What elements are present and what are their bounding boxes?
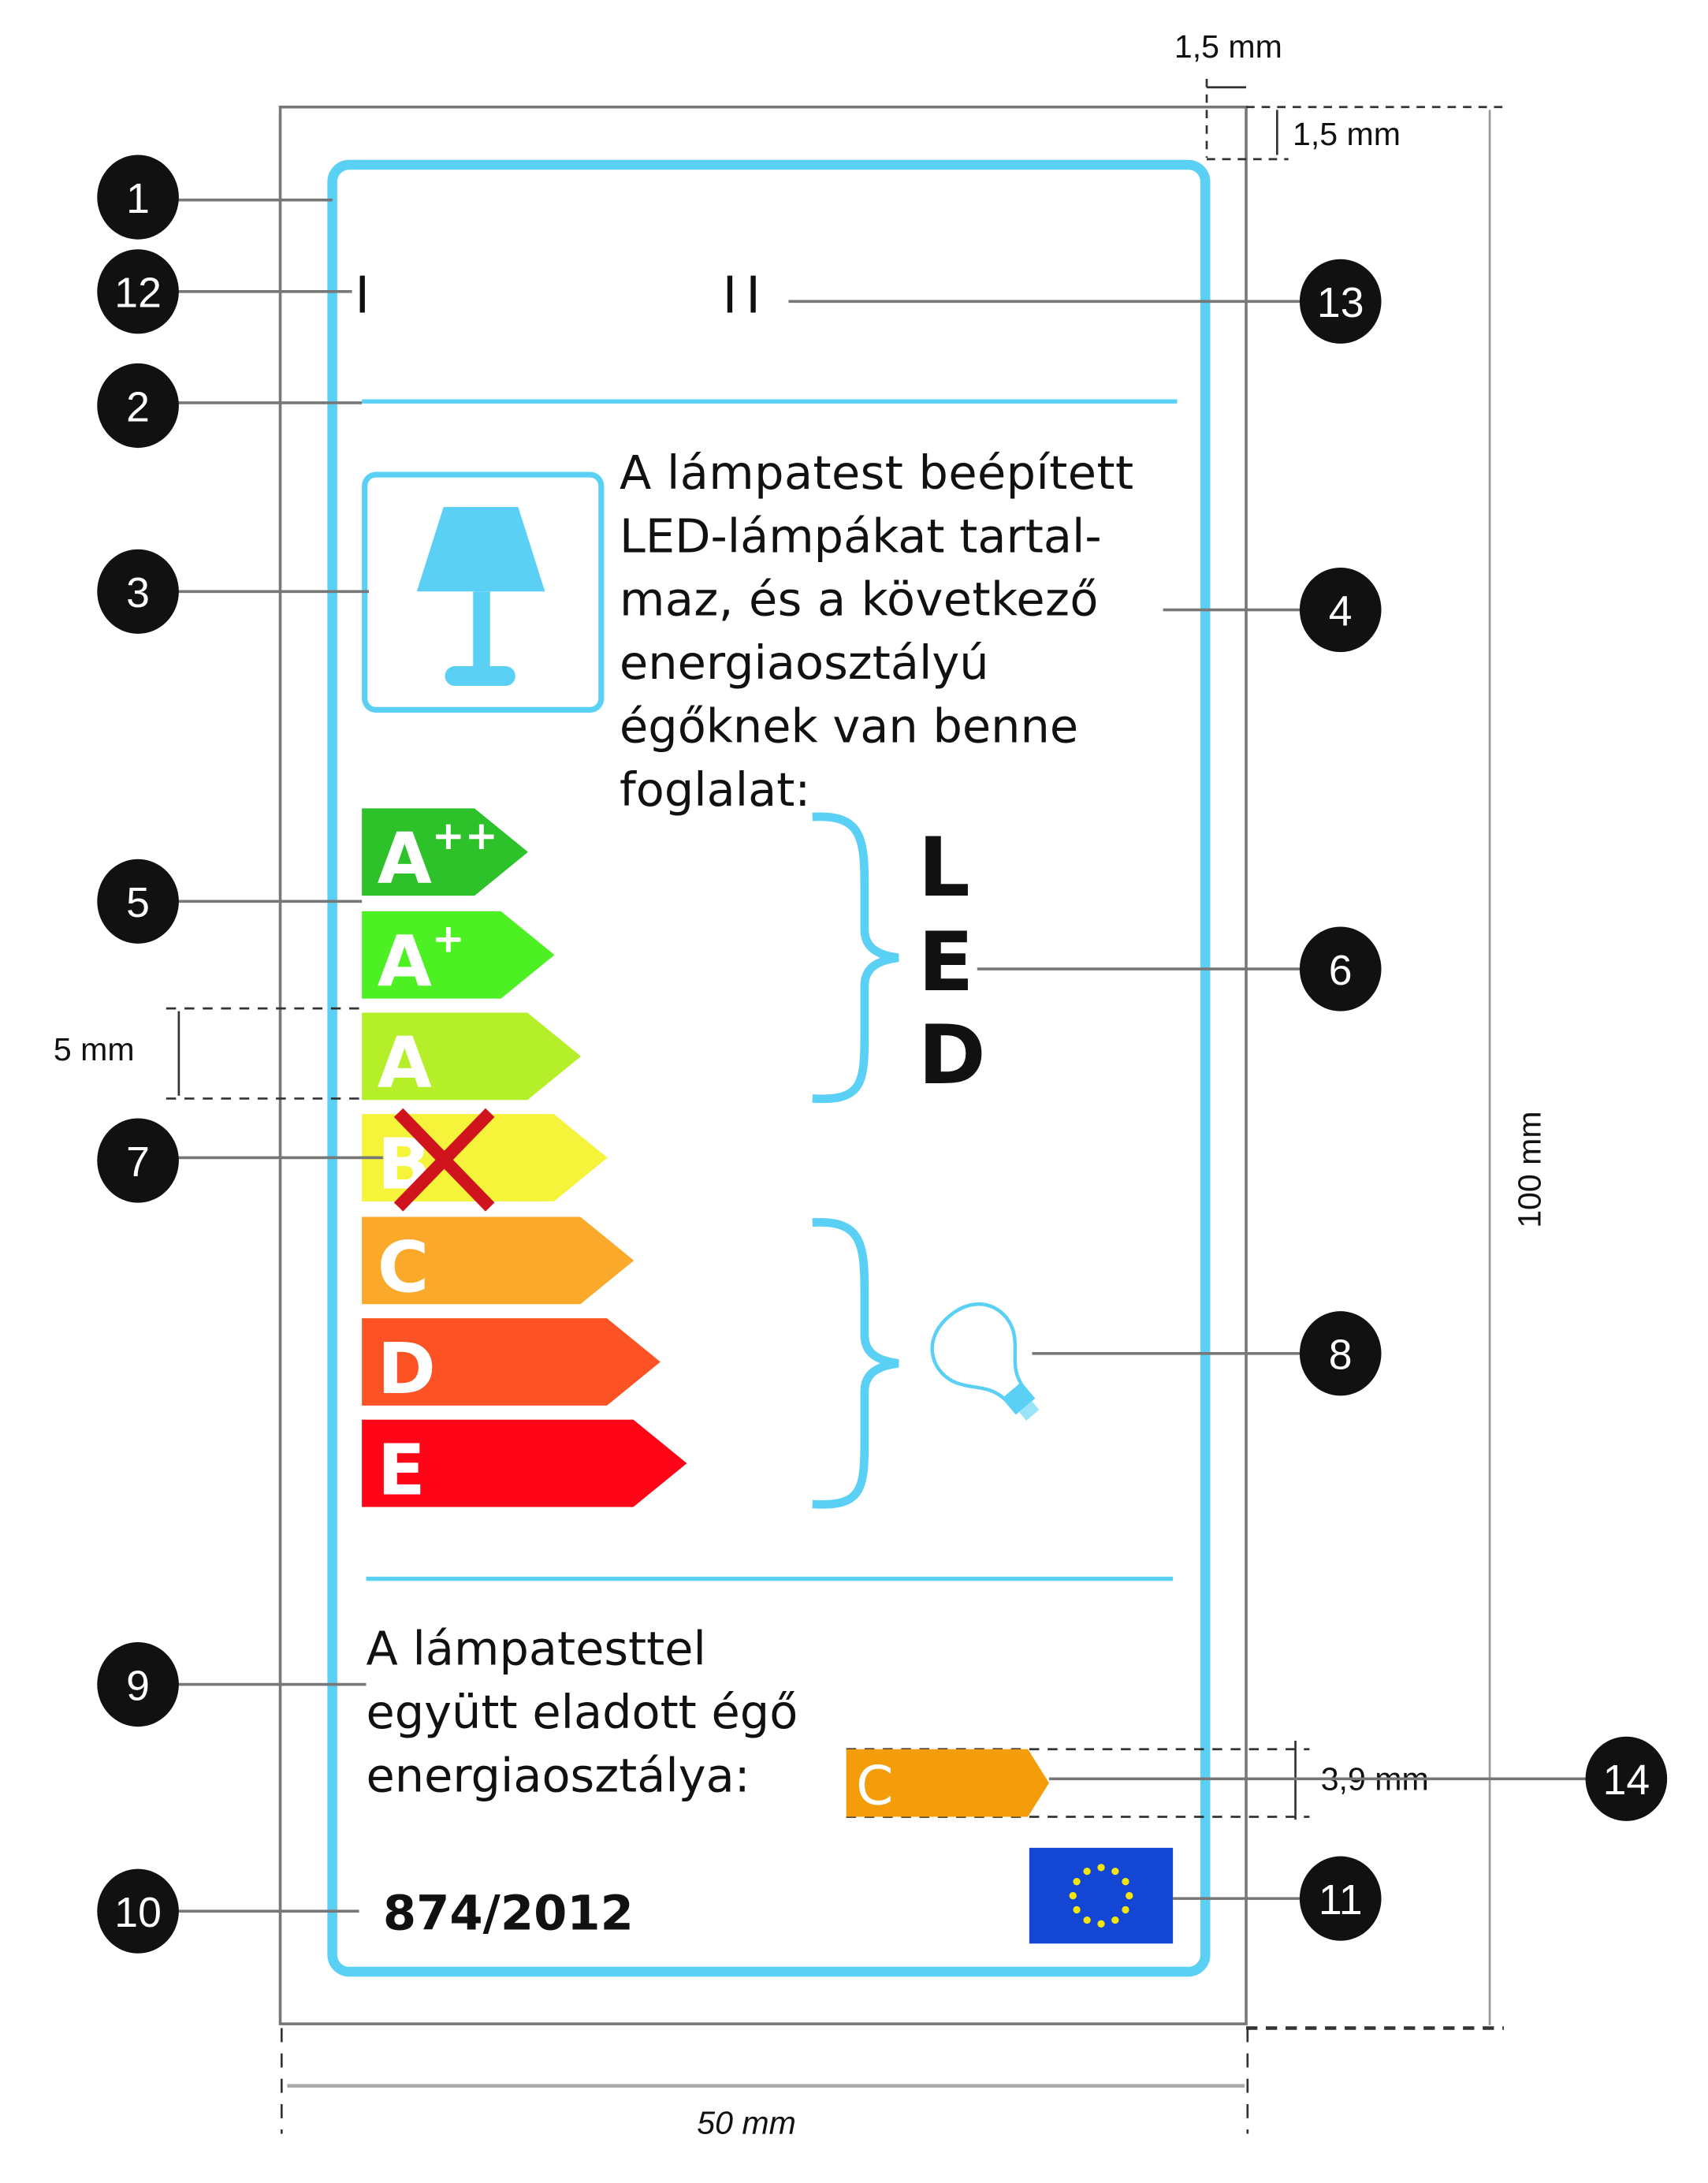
- callout-number: 5: [126, 879, 150, 926]
- callout-number: 3: [126, 569, 150, 617]
- callout-marker: [97, 1642, 179, 1727]
- sold-lamp-text: A lámpatesttel: [366, 1622, 705, 1676]
- eu-star-icon: [1097, 1920, 1105, 1928]
- header-roman-2: II: [722, 266, 768, 326]
- dim-margin-horizontal: 1,5 mm: [1174, 28, 1282, 65]
- callout-marker: [1299, 926, 1382, 1011]
- callout-number: 4: [1329, 587, 1353, 635]
- light-bulb-icon: [930, 1302, 1040, 1421]
- callout-marker: [1299, 1311, 1382, 1396]
- callout-number: 13: [1317, 279, 1364, 326]
- eu-star-icon: [1073, 1905, 1081, 1914]
- sold-lamp-text: együtt eladott égő: [366, 1685, 798, 1739]
- callout-marker: [97, 1118, 179, 1203]
- sold-lamp-class-arrow: C: [846, 1749, 1049, 1817]
- eu-star-icon: [1122, 1878, 1129, 1886]
- led-letter: E: [918, 915, 974, 1010]
- callout-marker: [97, 1868, 179, 1954]
- dim-total-width: 50 mm: [697, 2104, 796, 2140]
- regulation-number: 874/2012: [383, 1886, 634, 1941]
- callout-number: 2: [126, 383, 150, 430]
- callout-number: 12: [114, 270, 162, 317]
- callout-marker: [1585, 1736, 1668, 1821]
- dim-total-height: 100 mm: [1511, 1111, 1547, 1227]
- dim-margin-vertical: 1,5 mm: [1293, 116, 1401, 152]
- callout-marker: [97, 155, 179, 240]
- energy-class-bar: A: [362, 1012, 582, 1105]
- led-letter: L: [918, 821, 970, 915]
- description-line: égőknek van benne: [620, 698, 1078, 753]
- eu-star-icon: [1126, 1891, 1133, 1900]
- energy-class-bar: E: [362, 1419, 687, 1511]
- eu-star-icon: [1097, 1864, 1105, 1872]
- luminaire-icon: [362, 471, 605, 713]
- label-outline: [278, 105, 1248, 2025]
- callout-number: 11: [1319, 1876, 1363, 1924]
- dimension-lines: [166, 79, 1507, 2134]
- description-line: maz, és a következő: [620, 572, 1098, 627]
- eu-star-icon: [1111, 1867, 1119, 1876]
- callout-number: 14: [1603, 1756, 1650, 1804]
- energy-class-bar: B: [362, 1114, 608, 1206]
- callout-number: 9: [126, 1662, 150, 1709]
- description-line: LED-lámpákat tartal-: [620, 508, 1102, 563]
- callout-marker: [1299, 567, 1382, 653]
- eu-star-icon: [1083, 1916, 1091, 1924]
- callout-marker: [97, 249, 179, 334]
- eu-star-icon: [1069, 1891, 1077, 1900]
- sold-lamp-class: C: [856, 1755, 893, 1817]
- energy-class-letter: E: [378, 1429, 426, 1511]
- callout-marker: [97, 363, 179, 449]
- eu-flag-icon: [1029, 1847, 1174, 1944]
- energy-class-bar: A+: [362, 911, 555, 1004]
- energy-class-bar: D: [362, 1318, 661, 1410]
- cross-icon: [393, 1108, 495, 1212]
- energy-class-letter: A+: [378, 916, 465, 1004]
- energy-class-letter: D: [378, 1328, 436, 1410]
- eu-star-icon: [1073, 1878, 1081, 1886]
- description-line: energiaosztályú: [620, 635, 989, 690]
- callout-number: 10: [114, 1889, 162, 1936]
- dim-bar-height: 5 mm: [54, 1031, 135, 1067]
- callout-marker: [97, 859, 179, 944]
- energy-class-letter: C: [378, 1227, 430, 1309]
- eu-star-icon: [1111, 1916, 1119, 1924]
- callout-marker: [1299, 1856, 1382, 1941]
- energy-class-bar: C: [362, 1216, 634, 1309]
- callout-marker: [97, 549, 179, 634]
- energy-class-letter: A: [378, 1023, 432, 1105]
- callout-marker: [1299, 259, 1382, 344]
- eu-star-icon: [1122, 1905, 1129, 1914]
- brace-bulb-icon: [812, 1218, 899, 1509]
- eu-star-icon: [1083, 1867, 1091, 1876]
- sold-lamp-text: energiaosztálya:: [366, 1748, 750, 1802]
- energy-class-sup: ++: [432, 813, 498, 859]
- callout-number: 6: [1329, 947, 1353, 994]
- description-line: foglalat:: [620, 762, 810, 817]
- callout-number: 1: [126, 175, 150, 222]
- description-line: A lámpatest beépített: [620, 445, 1133, 500]
- label-border: [327, 159, 1211, 1977]
- brace-led-icon: [812, 812, 899, 1104]
- header-roman-1: I: [355, 266, 370, 326]
- callout-number: 8: [1329, 1332, 1353, 1379]
- led-letter: D: [918, 1008, 986, 1103]
- energy-class-sup: +: [432, 916, 465, 962]
- energy-class-bar: A++: [362, 808, 528, 900]
- callout-number: 7: [126, 1138, 150, 1186]
